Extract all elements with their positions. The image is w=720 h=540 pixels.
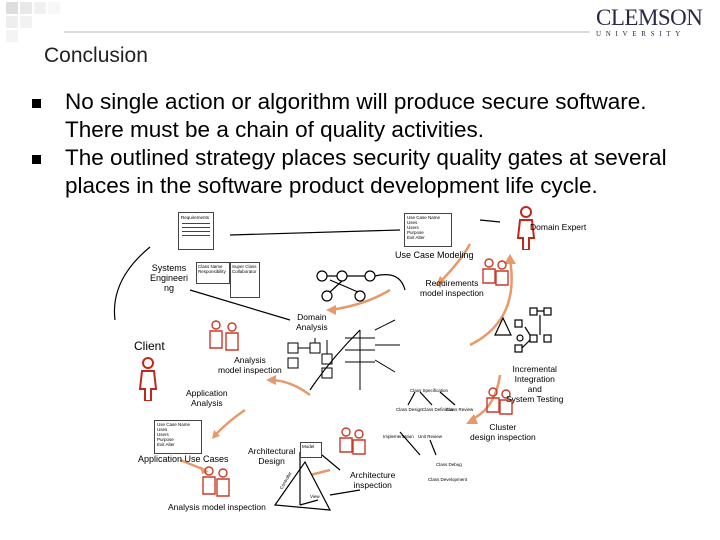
inspectors-icon [202, 466, 230, 497]
crc-card-2: Super Class Collaborator [230, 262, 260, 298]
domain-expert-label: Domain Expert [530, 222, 587, 232]
corner-squares [6, 2, 60, 42]
application-use-case-card: Use Case Name Uses Users Purpose Exit Al… [154, 420, 202, 454]
class-specification-label: Class Specification [410, 388, 449, 393]
requirements-graph [316, 270, 406, 302]
use-case-modeling-label: Use Case Modeling [395, 250, 474, 260]
arrow-requirements-doc [113, 246, 151, 321]
crc-card-1: Class Name Responsibility [196, 262, 230, 284]
arrowheads [200, 254, 516, 482]
requirements-document-icon: Requirements [178, 212, 214, 250]
arrow-up-to-integration [469, 259, 513, 347]
inspectors-icon [482, 258, 509, 286]
arrow-app-analysis [214, 408, 246, 436]
unit-review-label: Unit Review [418, 434, 443, 439]
implementation-label: Implementation [383, 434, 414, 439]
systems-engineering-label: Systems Engineeri ng [149, 263, 189, 293]
class-design-label: Class Design [396, 407, 423, 412]
black-arrows [113, 219, 501, 496]
class-review-label: Class Review [446, 407, 474, 412]
application-use-cases-label: Application Use Cases [138, 454, 229, 464]
bullet-square-icon [32, 155, 41, 164]
use-case-card: Use Case Name Uses Users Purpose Exit Al… [404, 213, 452, 247]
class-development-label: Class Development [428, 477, 468, 482]
analysis-model-inspection-label: Analysis model inspection [168, 502, 266, 512]
architecture-triangle [273, 452, 332, 511]
bullet-square-icon [32, 99, 41, 108]
inspectors-icon [209, 320, 239, 351]
arrow-requirements-to-domain [329, 288, 391, 312]
inspectors-icon [339, 427, 366, 455]
class-definition-label: Class Definition [422, 407, 454, 412]
domain-expert-person-icon [516, 206, 536, 250]
process-arrows [179, 243, 513, 480]
class-debug-label: Class Debug [436, 462, 462, 467]
clemson-logo: CLEMSON [596, 5, 703, 30]
slide-title: Conclusion [44, 44, 148, 67]
bullet-item: No single action or algorithm will produ… [32, 88, 692, 144]
integration-graph [494, 307, 552, 353]
bullet-item: The outlined strategy places security qu… [32, 144, 692, 200]
client-person-icon [138, 357, 158, 401]
bullet-list: No single action or algorithm will produ… [32, 88, 692, 200]
clemson-logo-sub: UNIVERSITY [596, 30, 685, 38]
model-box: Model [300, 442, 322, 458]
view-label: View [310, 494, 320, 499]
client-label: Client [134, 339, 165, 353]
domain-analysis-diagram [287, 319, 400, 390]
arrow-usecase-to-requirements [439, 243, 472, 283]
inspectors-icon [486, 387, 513, 415]
